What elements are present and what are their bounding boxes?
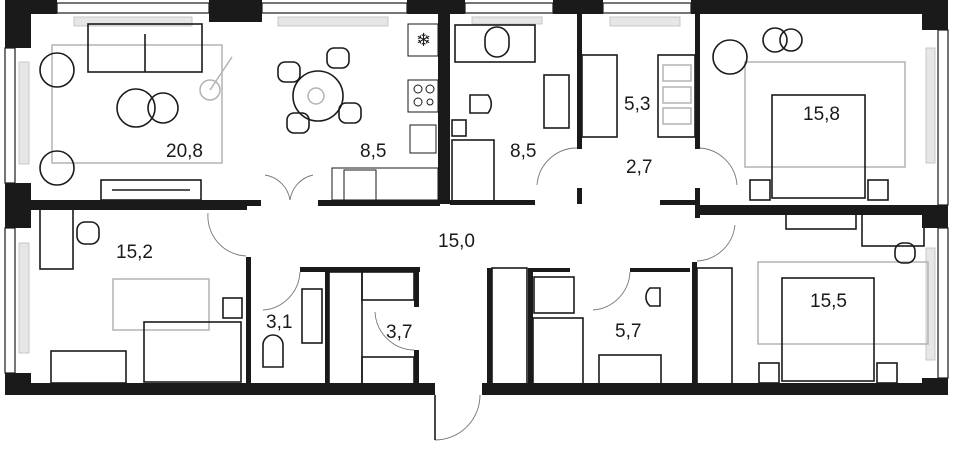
area-label-hall: 15,0 xyxy=(438,231,475,252)
room-labels: 20,8 8,5 8,5 5,3 2,7 15,8 15,2 15,0 3,1 … xyxy=(116,94,847,343)
armchair-icon xyxy=(39,150,75,186)
area-label-bathroom-main: 8,5 xyxy=(510,141,536,162)
area-label-bedroom-north-east: 15,8 xyxy=(803,104,840,125)
area-label-toilet: 3,1 xyxy=(266,312,292,333)
radiators xyxy=(18,16,936,361)
door-swings xyxy=(207,147,738,441)
area-label-wardrobe-north: 5,3 xyxy=(624,94,650,115)
area-label-vestibule: 2,7 xyxy=(626,157,652,178)
armchair-icon xyxy=(712,39,748,75)
furniture: ❄ xyxy=(39,23,929,388)
area-label-living-room: 20,8 xyxy=(166,141,203,162)
area-label-bedroom-west: 15,2 xyxy=(116,242,153,263)
armchair-icon xyxy=(39,52,75,88)
area-label-bedroom-south-east: 15,5 xyxy=(810,291,847,312)
area-label-kitchen: 8,5 xyxy=(360,141,386,162)
area-label-wardrobe-west: 3,7 xyxy=(386,322,412,343)
area-label-bathroom-second: 5,7 xyxy=(615,321,641,342)
walls xyxy=(5,0,948,395)
fridge-icon: ❄ xyxy=(416,30,431,50)
